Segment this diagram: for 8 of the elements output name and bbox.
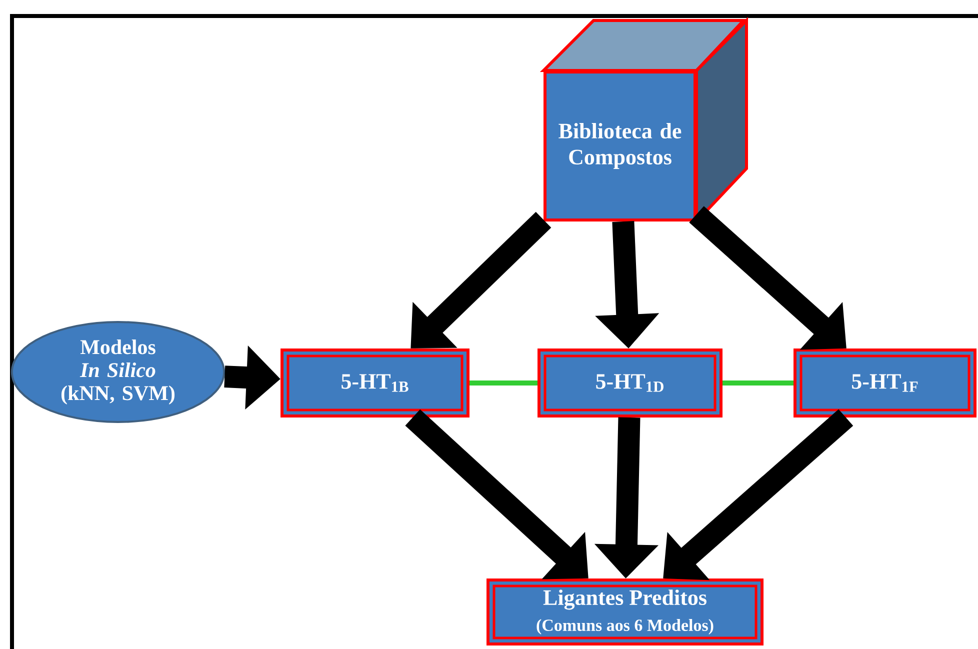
receptor-box: 5-HT$_{1D}$ (538, 348, 722, 418)
connector-line (722, 380, 794, 386)
result-box: Ligantes Preditos (Comuns aos 6 Modelos) (486, 578, 764, 646)
block-arrow (405, 409, 588, 580)
block-arrow (410, 212, 552, 348)
connector-line (470, 380, 538, 386)
receptor-box: 5-HT$_{1B}$ (280, 348, 470, 418)
receptor-box: 5-HT$_{1F}$ (794, 348, 976, 418)
